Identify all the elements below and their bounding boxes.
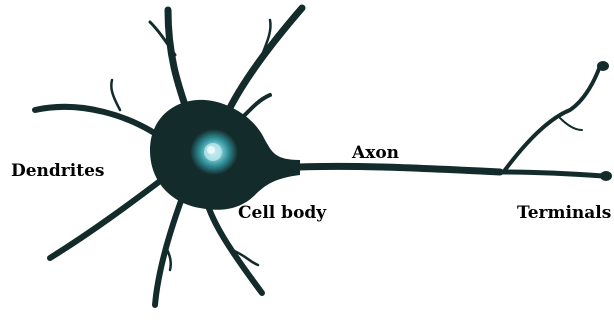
label-dendrites: Dendrites (11, 163, 104, 180)
label-cell-body: Cell body (238, 205, 326, 222)
axon (280, 166, 500, 172)
nucleus (190, 129, 238, 175)
axon-terminals (500, 66, 603, 176)
label-axon: Axon (352, 145, 399, 162)
terminal-bulbs (597, 61, 612, 181)
label-terminals: Terminals (517, 205, 611, 222)
